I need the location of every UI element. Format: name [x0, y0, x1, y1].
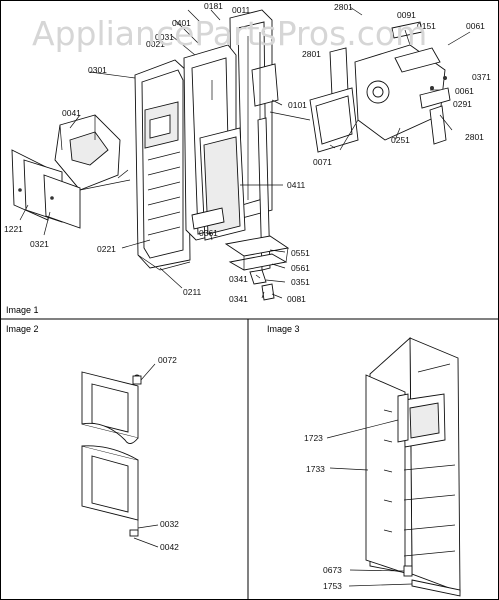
label-1221: 1221 — [4, 224, 23, 234]
image3-door-liner: 1723 1733 0673 1753 — [304, 336, 461, 597]
caption-image-1: Image 1 — [6, 305, 39, 315]
label-0361: 0361 — [199, 228, 218, 238]
leader-lines — [69, 6, 471, 299]
label-0091: 0091 — [397, 10, 416, 20]
label-0251: 0251 — [391, 135, 410, 145]
label-0401: 0401 — [172, 18, 191, 28]
label-0341-b: 0341 — [229, 294, 248, 304]
label-0101: 0101 — [288, 100, 307, 110]
label-1753: 1753 — [323, 581, 342, 591]
label-2801-b: 2801 — [302, 49, 321, 59]
label-0301: 0301 — [88, 65, 107, 75]
dispenser-housing — [134, 59, 191, 271]
label-0371: 0371 — [472, 72, 491, 82]
caption-image-3: Image 3 — [267, 324, 300, 334]
ice-chute-assembly — [11, 114, 131, 236]
caption-image-2: Image 2 — [6, 324, 39, 334]
label-0072: 0072 — [158, 355, 177, 365]
label-0021: 0021 — [146, 39, 165, 49]
label-0211: 0211 — [183, 287, 202, 297]
label-0411: 0411 — [287, 180, 306, 190]
label-0041: 0041 — [62, 108, 81, 118]
label-0551: 0551 — [291, 248, 310, 258]
label-2801-a: 2801 — [334, 2, 353, 12]
label-0181: 0181 — [204, 1, 223, 11]
label-0151: 0151 — [417, 21, 436, 31]
label-0351: 0351 — [291, 277, 310, 287]
label-0061-b: 0061 — [455, 86, 474, 96]
label-0071: 0071 — [313, 157, 332, 167]
label-0011: 0011 — [232, 5, 251, 15]
label-0291: 0291 — [453, 99, 472, 109]
label-0221: 0221 — [97, 244, 116, 254]
label-0561: 0561 — [291, 263, 310, 273]
label-0321: 0321 — [30, 239, 49, 249]
label-2801-c: 2801 — [465, 132, 484, 142]
label-0061-a: 0061 — [466, 21, 485, 31]
label-0341-a: 0341 — [229, 274, 248, 284]
trim-and-hinge-parts — [224, 117, 290, 301]
watermark: AppliancePartsPros.com — [32, 14, 427, 53]
label-0081: 0081 — [287, 294, 306, 304]
image1-exploded-view: 0181 0011 0401 0021 0031 0301 0041 0101 … — [4, 1, 491, 304]
label-1723: 1723 — [304, 433, 323, 443]
label-0031: 0031 — [155, 32, 174, 42]
image2-frame-parts: 0072 0032 0042 — [81, 355, 179, 552]
label-0032: 0032 — [160, 519, 179, 529]
label-1733: 1733 — [306, 464, 325, 474]
label-0673: 0673 — [323, 565, 342, 575]
label-0042: 0042 — [160, 542, 179, 552]
control-assembly — [309, 21, 453, 153]
